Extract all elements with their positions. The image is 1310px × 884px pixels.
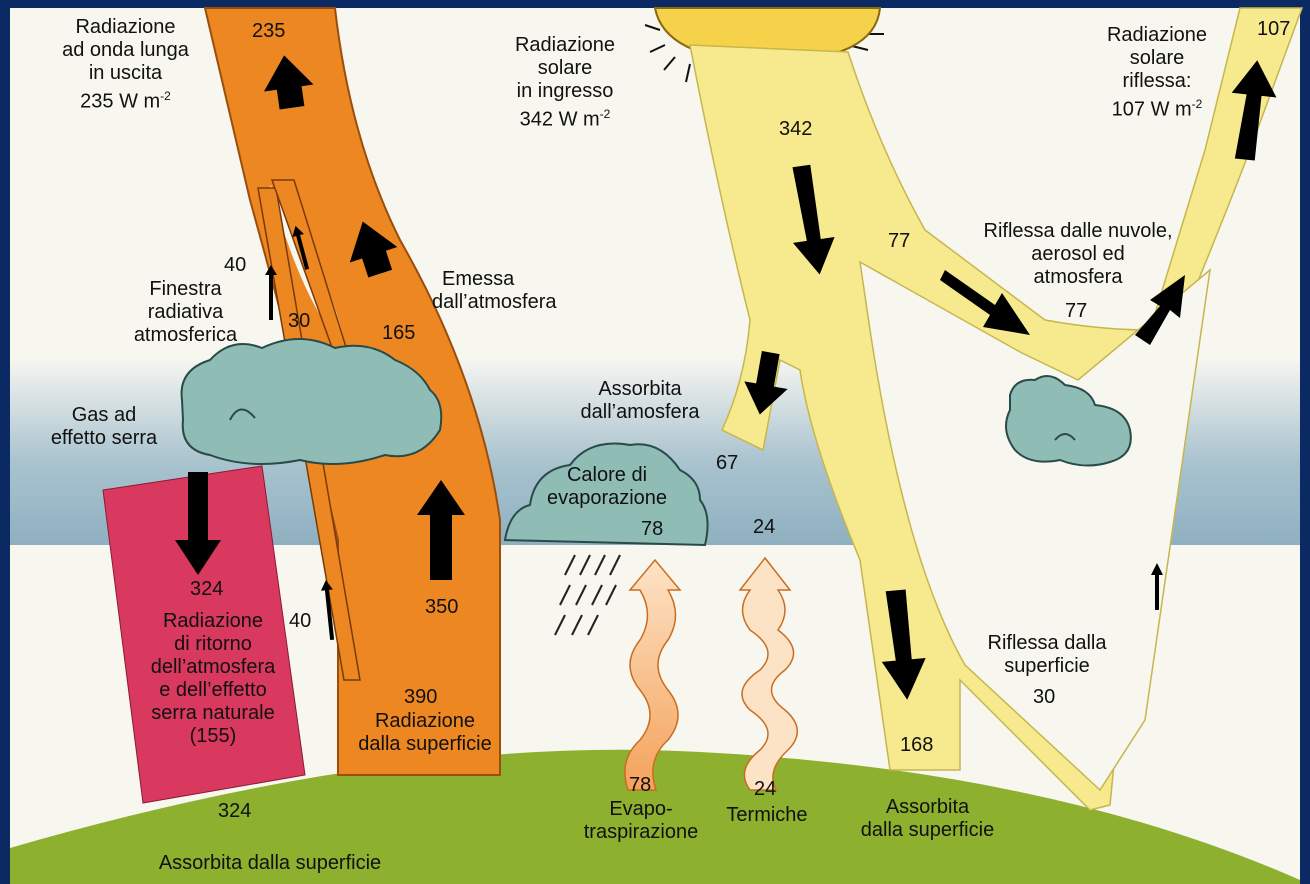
refl-surface-line-2: superficie	[972, 655, 1122, 678]
value-back-radiation: 324	[190, 578, 223, 600]
reflected-exp: -2	[1192, 97, 1203, 111]
value-reflected-surface: 30	[1033, 686, 1055, 708]
greenhouse-gas-label: Gas ad effetto serra	[38, 404, 170, 450]
latent-heat-label: Calore di evaporazione	[532, 464, 682, 510]
surface-line-1: Radiazione	[340, 710, 510, 733]
incoming-solar-label: Radiazione solare in ingresso 342 W m-2	[485, 34, 645, 132]
incoming-line-2: solare	[485, 57, 645, 80]
emitted-line-2: dall’atmosfera	[432, 291, 592, 314]
refl-surface-line-1: Riflessa dalla	[972, 632, 1122, 655]
window-line-3: atmosferica	[118, 324, 253, 347]
incoming-line-1: Radiazione	[485, 34, 645, 57]
outgoing-line-1: Radiazione	[38, 16, 213, 39]
clouds-line-3: atmosfera	[958, 266, 1198, 289]
absorbed-atmosphere-label: Assorbita dall’amosfera	[565, 378, 715, 424]
absorbed-atm-line-1: Assorbita	[565, 378, 715, 401]
value-absorbed-bottom: 324	[218, 800, 251, 822]
absorbed-right-line-2: dalla superficie	[840, 819, 1015, 842]
reflected-line-3: riflessa:	[1082, 70, 1232, 93]
outgoing-exp: -2	[160, 89, 171, 103]
value-surface-total: 390	[404, 686, 437, 708]
atmospheric-window-label: Finestra radiativa atmosferica	[118, 278, 253, 347]
absorbed-atm-line-2: dall’amosfera	[565, 401, 715, 424]
value-reflected-clouds-top: 77	[888, 230, 910, 252]
window-line-2: radiativa	[118, 301, 253, 324]
value-thermals: 24	[754, 778, 776, 800]
reflected-unit: 107 W m	[1112, 99, 1192, 121]
value-evapotranspiration: 78	[629, 774, 651, 796]
greenhouse-line-2: effetto serra	[38, 427, 170, 450]
incoming-line-3: in ingresso	[485, 80, 645, 103]
value-reflected-top: 107	[1257, 18, 1290, 40]
value-window-bottom: 40	[289, 610, 311, 632]
value-latent-heat: 78	[641, 518, 663, 540]
window-line-1: Finestra	[118, 278, 253, 301]
value-reflected-clouds: 77	[1065, 300, 1087, 322]
latent-line-1: Calore di	[532, 464, 682, 487]
emitted-line-1: Emessa	[432, 268, 592, 291]
value-window-top: 40	[224, 254, 246, 276]
value-outgoing-top: 235	[252, 20, 285, 42]
back-line-2: di ritorno	[138, 633, 288, 656]
evapo-line-2: traspirazione	[566, 821, 716, 844]
outgoing-line-4: 235 W m-2	[38, 85, 213, 114]
back-radiation-label: Radiazione di ritorno dell’atmosfera e d…	[138, 610, 288, 748]
reflected-line-4: 107 W m-2	[1082, 93, 1232, 122]
incoming-exp: -2	[600, 107, 611, 121]
outgoing-unit: 235 W m	[80, 91, 160, 113]
back-line-5: serra naturale	[138, 702, 288, 725]
value-incoming: 342	[779, 118, 812, 140]
incoming-line-4: 342 W m-2	[485, 103, 645, 132]
surface-line-2: dalla superficie	[340, 733, 510, 756]
reflected-line-2: solare	[1082, 47, 1232, 70]
value-surface-up: 350	[425, 596, 458, 618]
greenhouse-line-1: Gas ad	[38, 404, 170, 427]
latent-line-2: evaporazione	[532, 487, 682, 510]
value-thermals-top: 24	[753, 516, 775, 538]
emitted-atmosphere-label: Emessa dall’atmosfera	[432, 268, 592, 314]
back-line-6: (155)	[138, 725, 288, 748]
value-absorbed-surface: 168	[900, 734, 933, 756]
reflected-surface-label: Riflessa dalla superficie	[972, 632, 1122, 678]
back-line-3: dell’atmosfera	[138, 656, 288, 679]
reflected-line-1: Radiazione	[1082, 24, 1232, 47]
value-emitted-atmosphere: 165	[382, 322, 415, 344]
clouds-line-2: aerosol ed	[958, 243, 1198, 266]
back-line-1: Radiazione	[138, 610, 288, 633]
evapo-line-1: Evapo-	[566, 798, 716, 821]
outgoing-line-3: in uscita	[38, 62, 213, 85]
back-line-4: e dell’effetto	[138, 679, 288, 702]
outgoing-longwave-label: Radiazione ad onda lunga in uscita 235 W…	[38, 16, 213, 114]
absorbed-surface-right-label: Assorbita dalla superficie	[840, 796, 1015, 842]
reflected-clouds-label: Riflessa dalle nuvole, aerosol ed atmosf…	[958, 220, 1198, 289]
absorbed-right-line-1: Assorbita	[840, 796, 1015, 819]
clouds-line-1: Riflessa dalle nuvole,	[958, 220, 1198, 243]
outgoing-line-2: ad onda lunga	[38, 39, 213, 62]
surface-radiation-label: Radiazione dalla superficie	[340, 710, 510, 756]
absorbed-surface-bottom-label: Assorbita dalla superficie	[130, 852, 410, 875]
incoming-unit: 342 W m	[520, 109, 600, 131]
value-window-mid: 30	[288, 310, 310, 332]
value-absorbed-atmosphere: 67	[716, 452, 738, 474]
thermals-label: Termiche	[712, 804, 822, 827]
evapotranspiration-label: Evapo- traspirazione	[566, 798, 716, 844]
reflected-solar-label: Radiazione solare riflessa: 107 W m-2	[1082, 24, 1232, 122]
